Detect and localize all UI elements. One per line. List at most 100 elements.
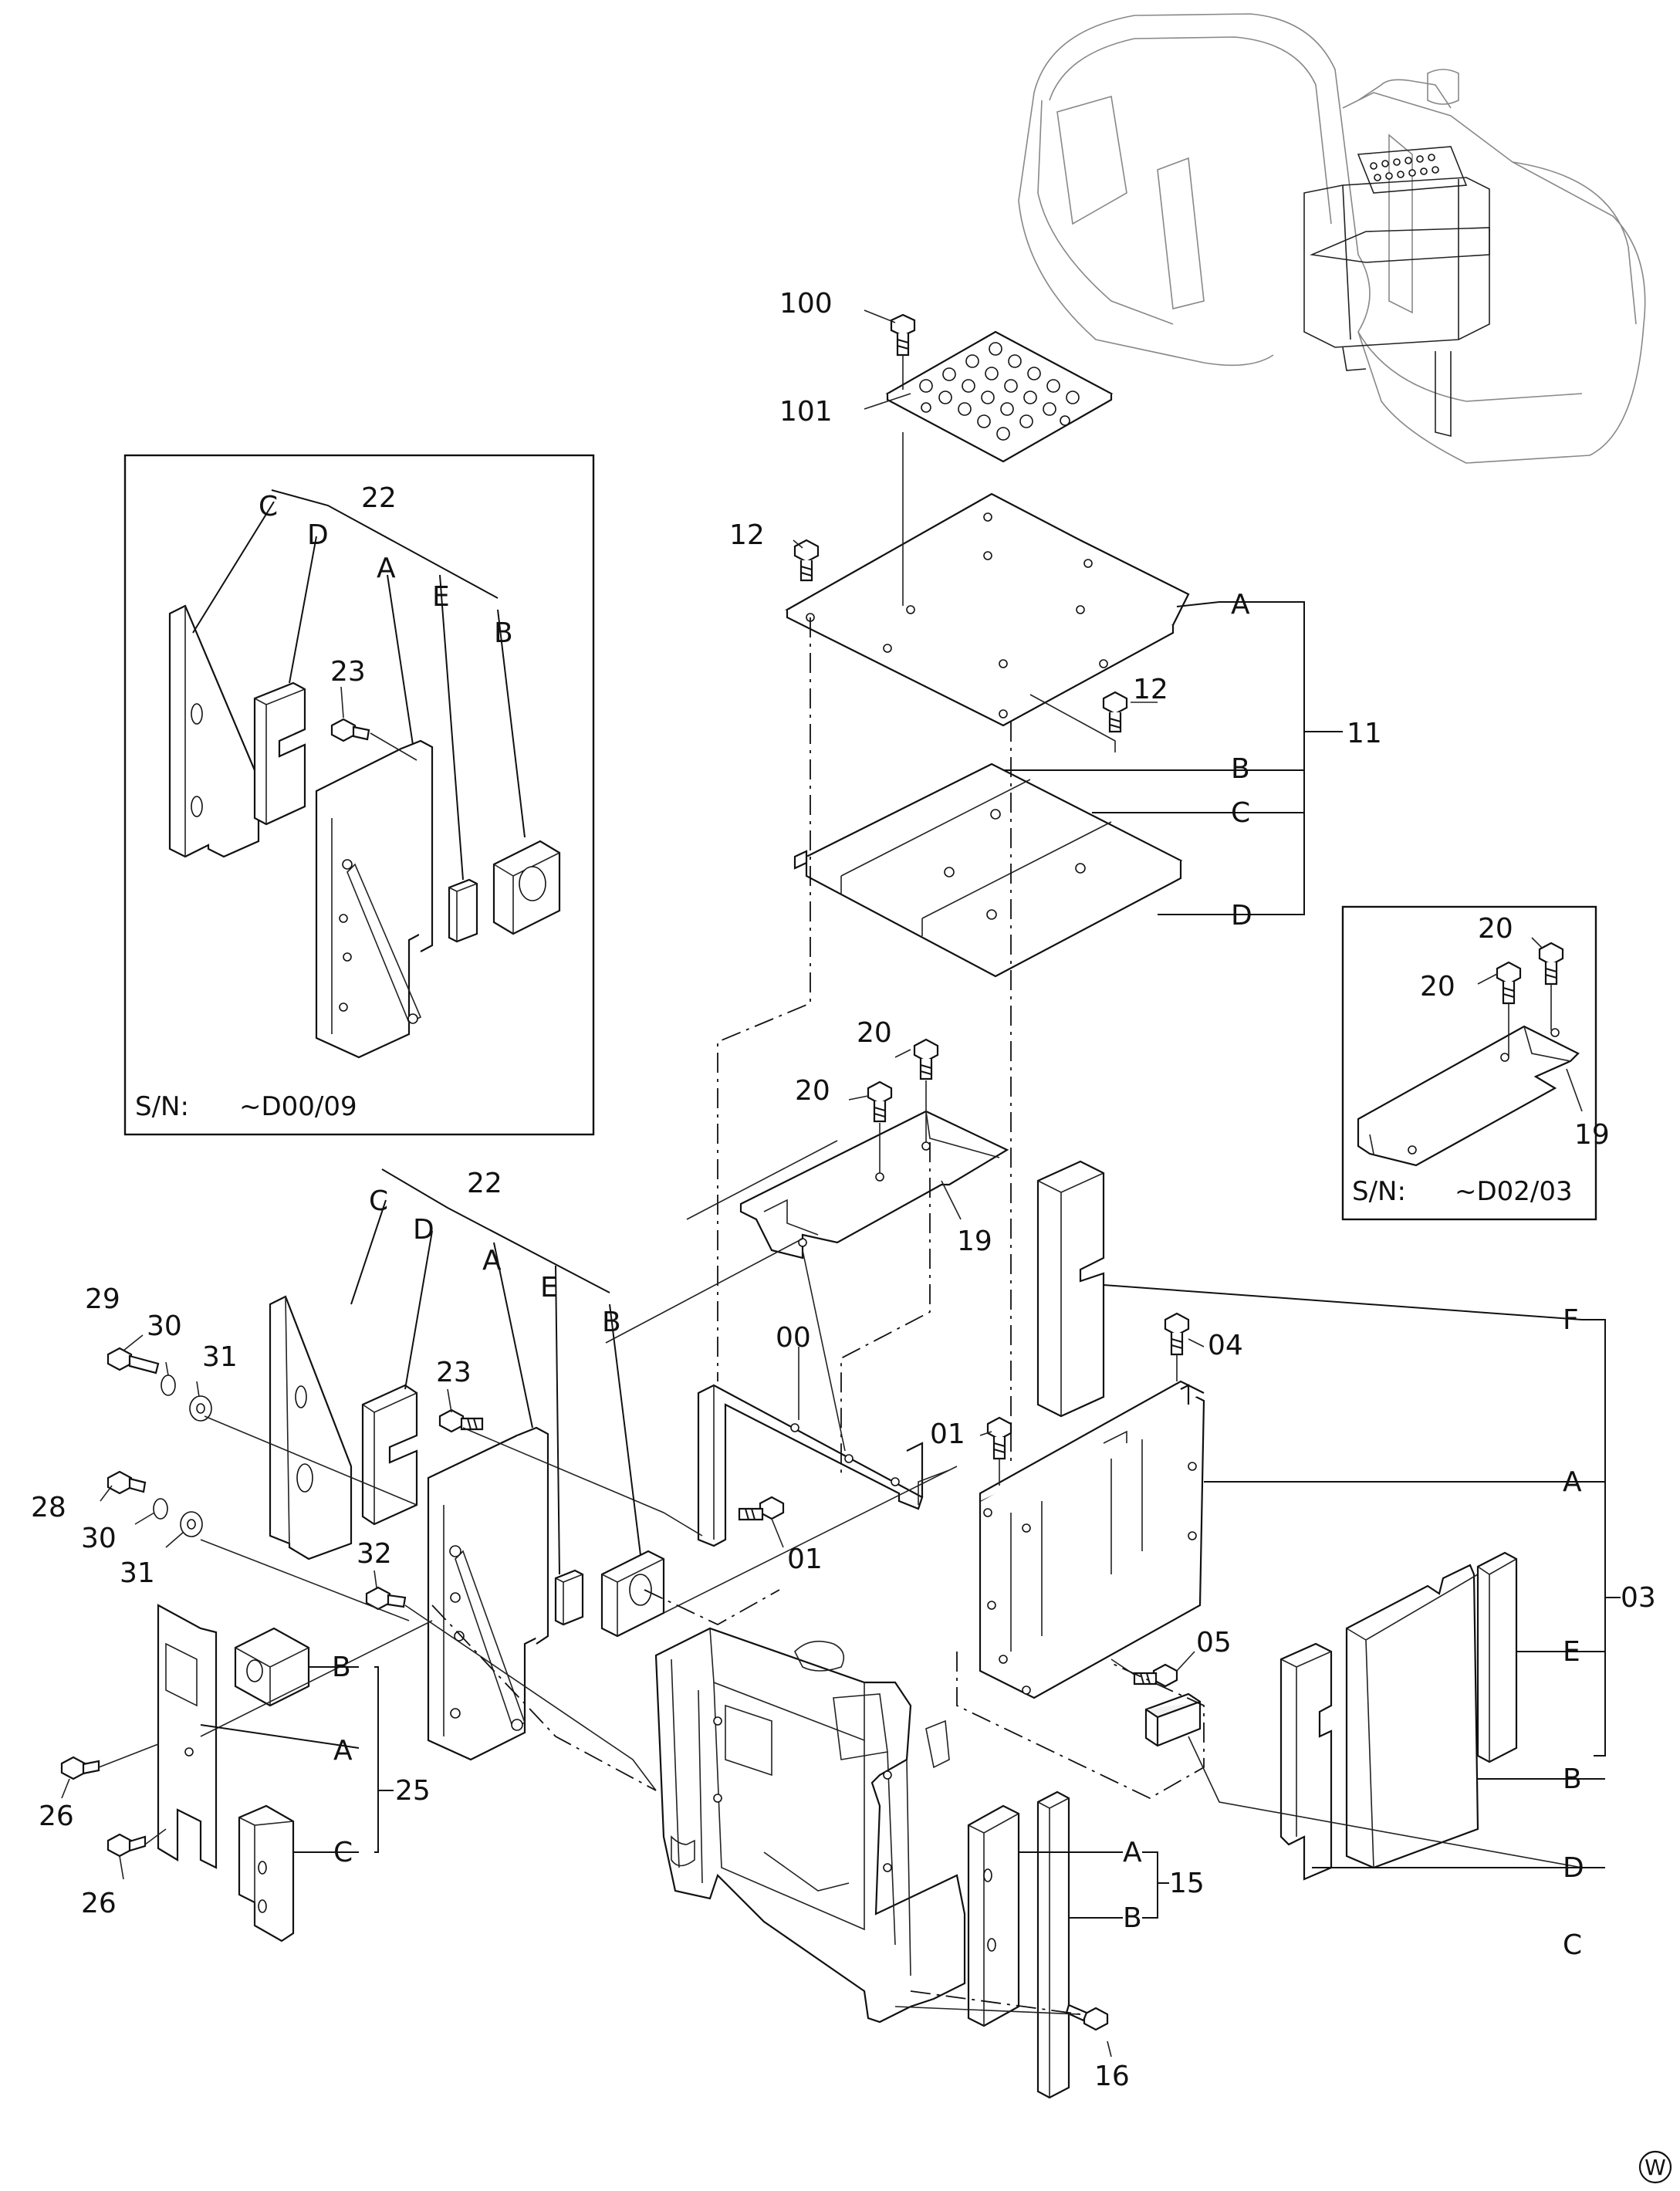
label-11C: C [1231,797,1250,829]
frame-00 [697,1384,924,1547]
inset-left-label-D: D [307,519,329,551]
label-25A: A [333,1735,353,1767]
bolt-29 [106,1347,160,1374]
corner-mark-label: W [1645,2155,1666,2180]
label-03D: D [1563,1852,1584,1884]
bolt-12-left [793,539,820,582]
label-31b: 31 [120,1557,155,1589]
label-20b: 20 [795,1075,830,1107]
inset-left-label-C: C [259,491,278,522]
label-22A: A [482,1245,502,1276]
label-30b: 30 [81,1523,117,1554]
label-04: 04 [1208,1330,1243,1361]
label-28: 28 [31,1492,66,1523]
inset-left [123,454,595,1136]
bolt-26a [60,1756,100,1780]
inset-left-label-E: E [432,581,450,613]
label-22E: E [540,1272,558,1303]
inset-left-label-A: A [377,553,396,584]
label-31a: 31 [202,1341,238,1373]
bolt-01-cover [986,1416,1012,1486]
bolt-04 [1164,1312,1190,1381]
label-11: 11 [1347,718,1382,749]
bolt-32 [365,1586,407,1611]
inset-right-sn-label: S/N: [1352,1176,1406,1207]
labels: 100 101 12 12 A B C D 11 20 20 19 22 C D… [31,288,1656,2092]
inset-left-label-22: 22 [361,482,397,514]
label-03: 03 [1621,1582,1656,1614]
bolt-28 [106,1470,147,1495]
label-01a: 01 [787,1544,823,1575]
inset-right [1341,905,1597,1221]
pad-03D [1279,1642,1333,1881]
label-11B: B [1231,753,1250,785]
bolt-20-b [867,1080,893,1173]
inset-left-panel-C [168,604,260,858]
inset-right-label-20b: 20 [1420,971,1455,1003]
inset-left-bolt-23 [330,718,370,742]
inset-left-panel-A [315,739,434,1059]
pad-25B [234,1627,310,1707]
pad-03E [1476,1551,1518,1763]
inset-right-bracket-19 [1357,1025,1580,1167]
inset-right-bolt-20a [1538,942,1564,1030]
pad-03B [1345,1564,1479,1869]
leaders [61,309,1621,2057]
inset-right-bolt-20b [1496,961,1522,1057]
bolt-100 [890,313,916,390]
seal-15A [967,1804,1020,2027]
washer-30b [153,1498,168,1520]
label-20a: 20 [857,1017,892,1049]
pad-22E [554,1569,584,1626]
label-26b: 26 [81,1888,117,1919]
label-01b: 01 [930,1418,965,1450]
label-12a: 12 [729,519,765,551]
label-101: 101 [779,396,833,428]
excavator-outline [1018,13,1646,464]
bolt-20-a [913,1038,939,1142]
pad-22B [600,1550,665,1638]
pad-25C [238,1804,295,1942]
label-12b: 12 [1133,674,1168,705]
label-03E: E [1563,1636,1580,1668]
label-15A: A [1123,1837,1142,1868]
inset-left-pad-B [492,840,561,935]
label-22B: B [602,1307,621,1338]
bolt-05 [1110,1658,1178,1688]
top-cover-11A [785,492,1190,727]
bolt-16 [1065,2003,1109,2031]
label-16: 16 [1094,2061,1130,2092]
label-25B: B [332,1652,351,1683]
inset-right-label-20a: 20 [1478,913,1513,945]
label-100: 100 [779,288,833,320]
label-26a: 26 [39,1800,74,1832]
label-11A: A [1231,589,1250,620]
inset-left-sn-value: ~D00/09 [239,1091,357,1122]
label-22: 22 [467,1168,502,1199]
label-25: 25 [395,1775,431,1807]
label-19: 19 [957,1226,992,1257]
inset-right-sn-value: ~D02/03 [1455,1176,1573,1207]
seal-15B [1036,1790,1070,2099]
label-23: 23 [436,1357,472,1388]
label-11D: D [1231,900,1252,932]
washer-30a [161,1374,176,1396]
inset-left-pad-E [448,878,478,943]
inset-left-label-23: 23 [330,656,366,688]
engine-grille [1370,154,1439,181]
bolt-23 [438,1408,484,1433]
corner-mark: W [1638,2150,1672,2184]
label-03B: B [1563,1763,1582,1795]
label-32: 32 [357,1538,392,1570]
washer-31b [180,1511,203,1537]
label-29: 29 [85,1283,120,1315]
label-03C: C [1563,1929,1582,1961]
label-03A: A [1563,1466,1582,1498]
label-22D: D [413,1214,434,1246]
inset-left-panel-D [253,681,306,826]
bolt-01-frame [738,1496,785,1521]
panel-22D [361,1384,418,1526]
side-cover-03A [979,1380,1205,1699]
label-30a: 30 [147,1310,182,1342]
